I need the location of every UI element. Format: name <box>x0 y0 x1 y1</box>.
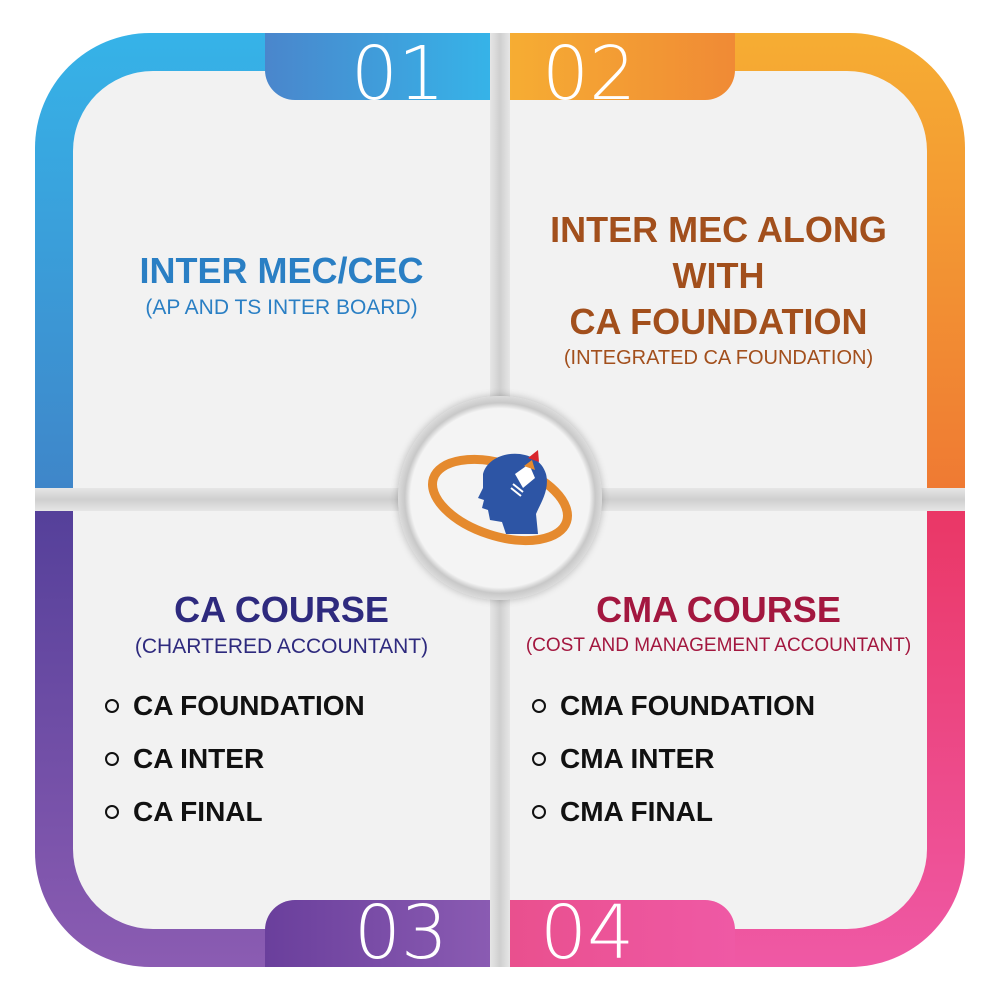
list-item: CA FINAL <box>105 785 365 838</box>
circle-bullet-icon <box>105 698 119 713</box>
quadrant-2-content: INTER MEC ALONG WITH CA FOUNDATION (INTE… <box>510 207 927 370</box>
quadrant-3-subtitle: (CHARTERED ACCOUNTANT) <box>134 635 429 658</box>
list-item: CA FOUNDATION <box>105 679 365 732</box>
head-with-book-logo-icon <box>428 450 572 545</box>
quadrant-3-title: CA COURSE <box>174 589 389 630</box>
quadrant-4-title: CMA COURSE <box>596 589 841 630</box>
list-item: CMA FOUNDATION <box>532 679 815 732</box>
quadrant-4-list: CMA FOUNDATION CMA INTER CMA FINAL <box>532 679 815 838</box>
quadrant-4-subtitle: (COST AND MANAGEMENT ACCOUNTANT) <box>525 635 912 656</box>
quadrant-2-title-line: WITH <box>672 255 765 296</box>
step-number-02: 02 <box>542 31 637 117</box>
list-item: CA INTER <box>105 732 365 785</box>
quadrant-4-content: CMA COURSE (COST AND MANAGEMENT ACCOUNTA… <box>510 587 927 657</box>
quadrant-2-frame: 02 <box>510 33 965 489</box>
quadrant-3-list: CA FOUNDATION CA INTER CA FINAL <box>105 679 365 838</box>
quadrant-2-subtitle: (INTEGRATED CA FOUNDATION) <box>563 347 874 369</box>
step-number-03: 03 <box>353 890 448 976</box>
circle-bullet-icon <box>105 804 119 819</box>
quadrant-1-title: INTER MEC/CEC <box>139 250 424 291</box>
circle-bullet-icon <box>105 751 119 766</box>
step-number-04: 04 <box>540 890 635 976</box>
quadrant-1-content: INTER MEC/CEC (AP AND TS INTER BOARD) <box>73 248 490 320</box>
quadrant-1-subtitle: (AP AND TS INTER BOARD) <box>145 296 418 319</box>
quadrant-2-title-line: CA FOUNDATION <box>569 301 868 342</box>
quadrant-2-title-line: INTER MEC ALONG <box>550 209 887 250</box>
quadrant-4-frame: 04 <box>510 511 965 976</box>
step-number-01: 01 <box>350 31 445 117</box>
circle-bullet-icon <box>532 698 546 713</box>
center-logo <box>398 396 602 600</box>
list-item: CMA FINAL <box>532 785 815 838</box>
circle-bullet-icon <box>532 804 546 819</box>
circle-bullet-icon <box>532 751 546 766</box>
quadrant-1-frame: 01 <box>35 33 490 489</box>
quadrant-3-content: CA COURSE (CHARTERED ACCOUNTANT) <box>73 587 490 659</box>
quadrant-3-frame: 03 <box>35 511 490 976</box>
list-item: CMA INTER <box>532 732 815 785</box>
